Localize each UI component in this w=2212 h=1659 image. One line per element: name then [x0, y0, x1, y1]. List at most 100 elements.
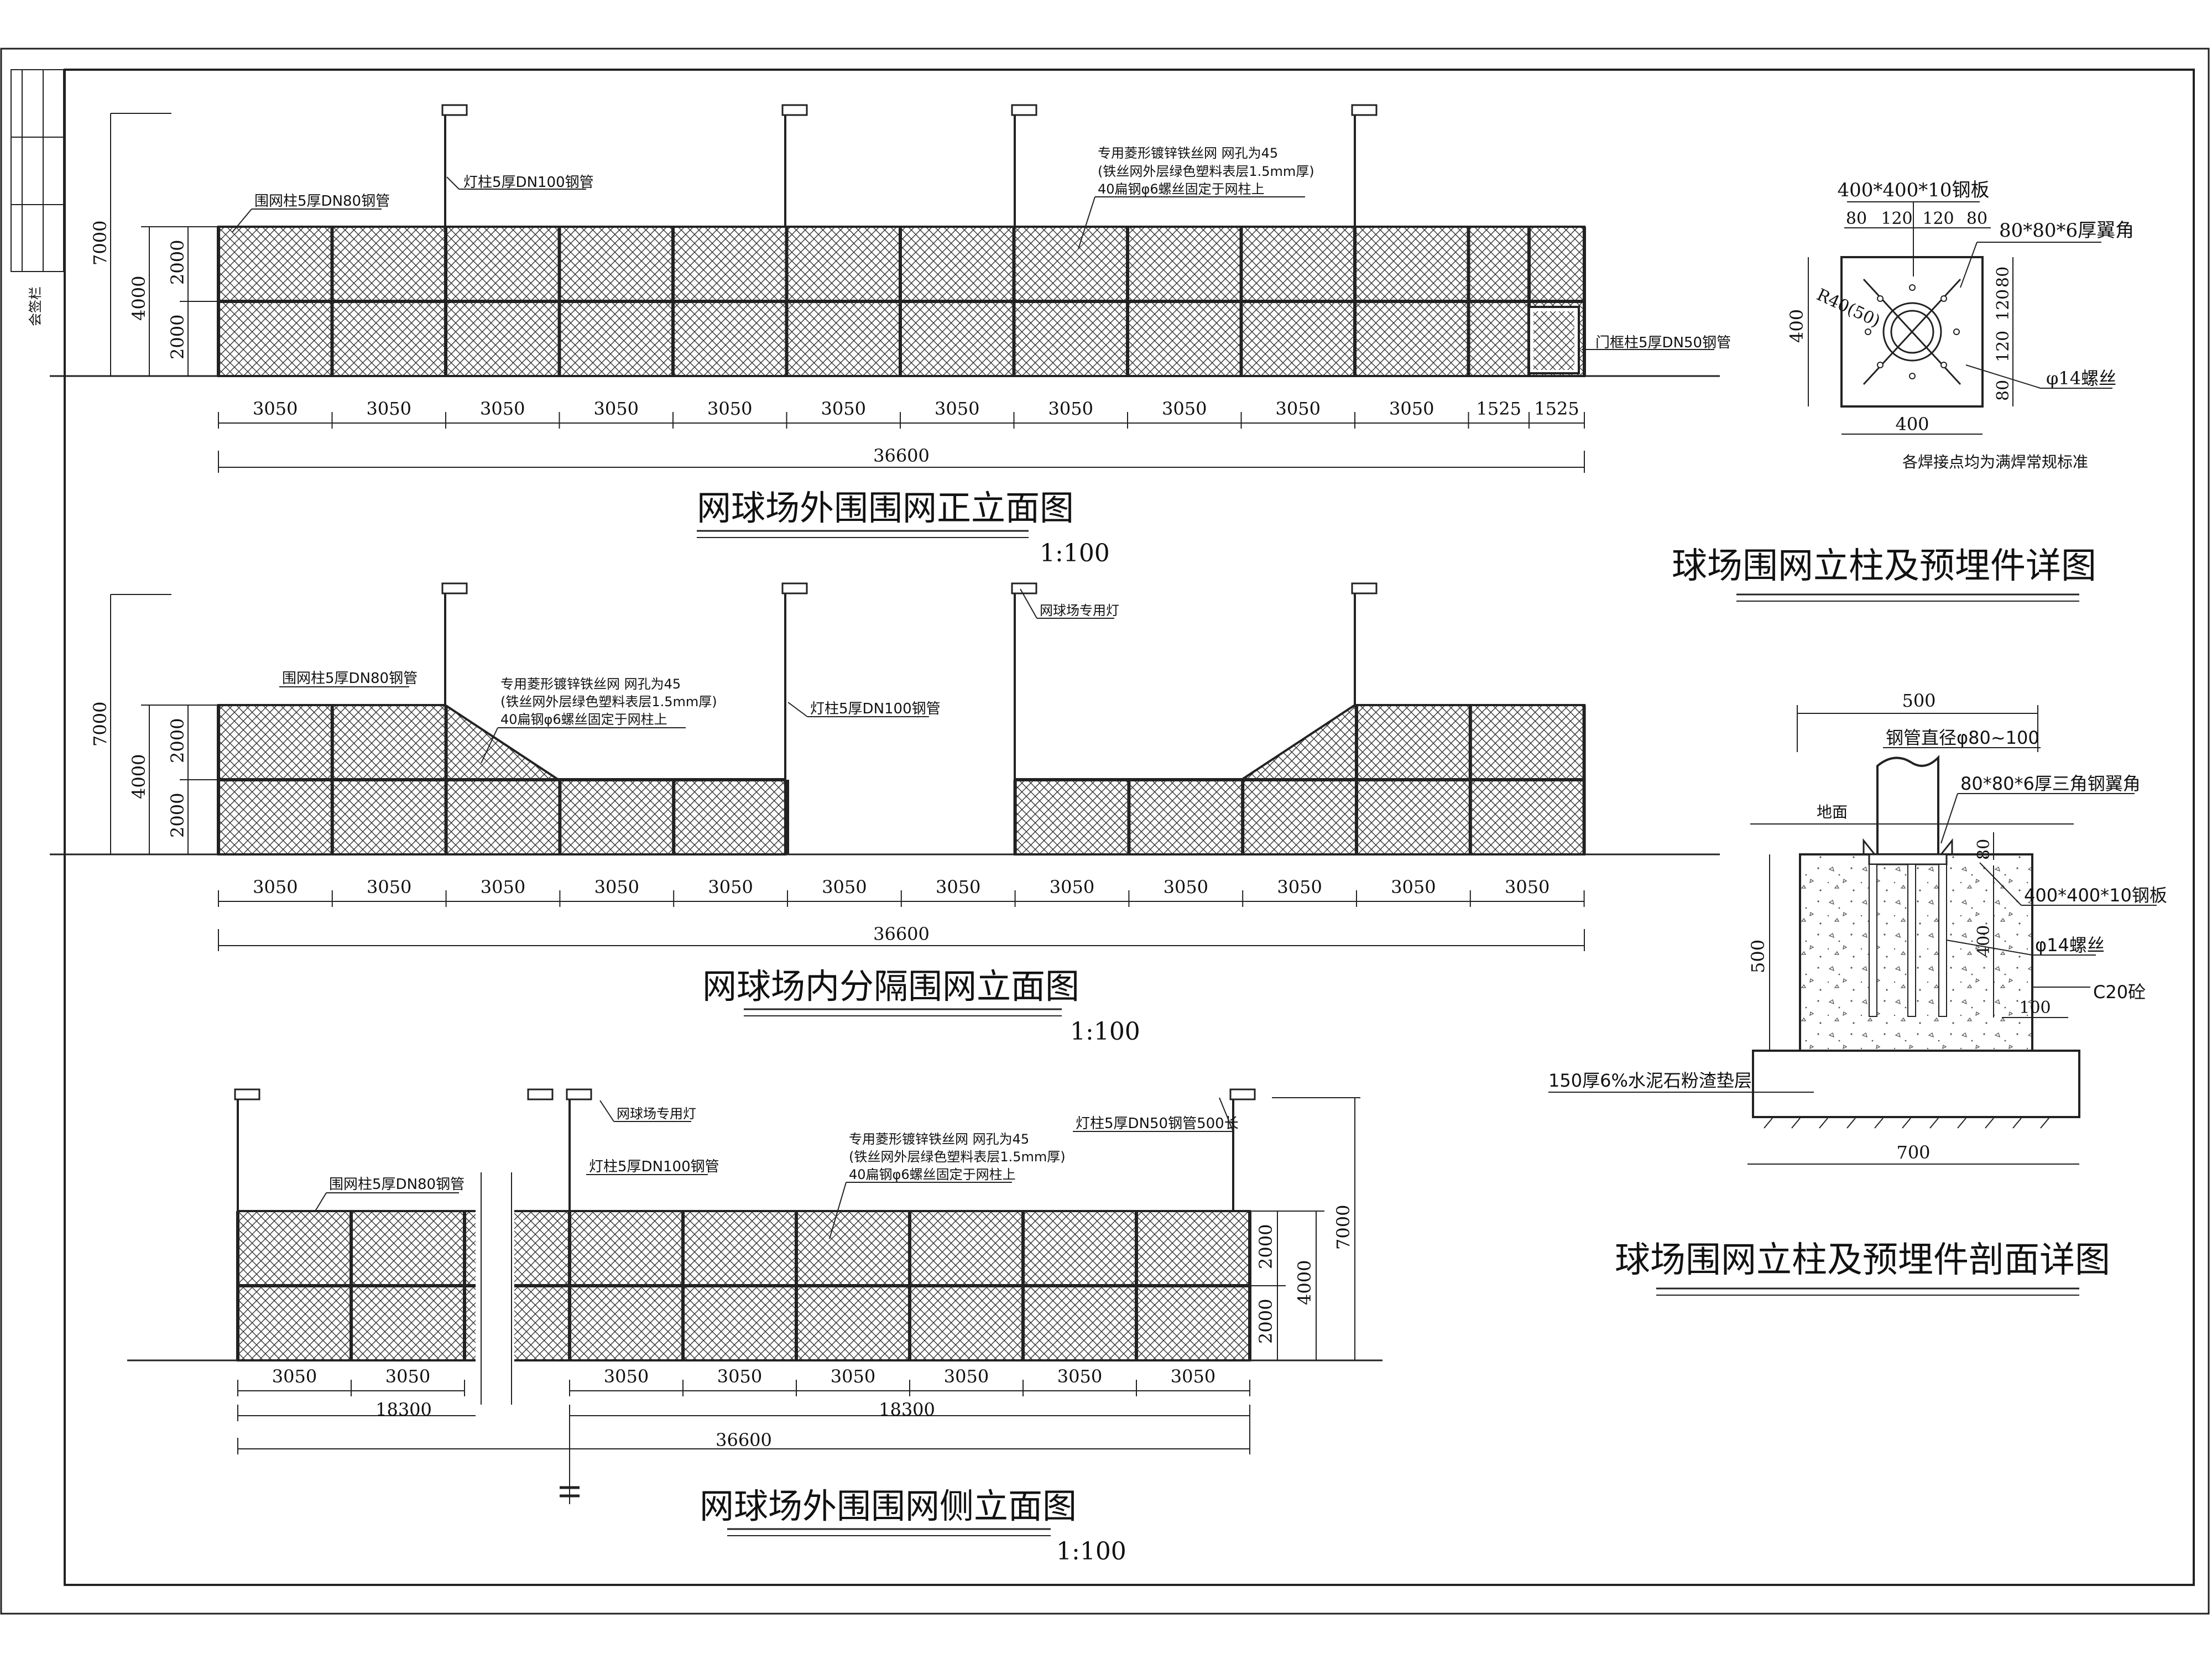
lamp-head	[1011, 104, 1037, 116]
dim-100: 100	[2019, 998, 2051, 1018]
plate-dim-top-1: 80	[1846, 209, 1867, 228]
bolt-center	[1907, 864, 1916, 1017]
bolt-hole-5	[1865, 328, 1871, 335]
bolt-hole-3	[1877, 362, 1884, 368]
outer-border	[0, 48, 2210, 1615]
bolt-holes	[1865, 284, 1960, 379]
ground-label: 地面	[1817, 803, 1848, 821]
height-dimensions: 7000 4000 2000 2000	[90, 594, 218, 854]
lamp-head	[566, 1088, 592, 1100]
note-mesh-1: 专用菱形镀锌铁丝网 网孔为45	[500, 676, 681, 692]
base-dim: 700	[1896, 1142, 1930, 1163]
light-poles	[234, 1088, 1256, 1211]
dim-span-3: 3050	[480, 398, 525, 419]
bolt-hole-4	[1940, 362, 1947, 368]
dim-span-4: 3050	[717, 1366, 762, 1387]
plate-dim-top-3: 120	[1922, 209, 1954, 228]
dim-total: 36600	[716, 1430, 772, 1451]
plate-dim-right-1: 80	[1994, 267, 2013, 288]
scale-inner: 1:100	[1070, 1018, 1140, 1046]
lamp-head	[1011, 582, 1037, 594]
note-mesh-2: (铁丝网外层绿色塑料表层1.5mm厚)	[500, 694, 717, 709]
bolt-label: φ14螺丝	[2046, 368, 2116, 389]
dim-span-5: 3050	[708, 877, 753, 898]
dim-span-6: 3050	[944, 1366, 989, 1387]
margin-label: 会签栏	[28, 286, 43, 326]
dim-80: 80	[1974, 839, 1994, 860]
plate-dim-right-3: 120	[1994, 331, 2013, 362]
note-mesh-2: (铁丝网外层绿色塑料表层1.5mm厚)	[849, 1149, 1066, 1165]
bolt-hole-1	[1877, 295, 1884, 302]
bolt-right	[1938, 864, 1947, 1017]
dim-span-10: 3050	[1276, 398, 1321, 419]
fence-posts	[236, 1211, 1251, 1360]
concrete-label: C20砼	[2093, 982, 2146, 1003]
dim-height-total: 7000	[90, 702, 111, 747]
lamp-head	[781, 104, 808, 116]
dim-height-fence: 4000	[128, 754, 149, 799]
dim-height-total: 7000	[1333, 1205, 1354, 1250]
dim-total: 36600	[873, 924, 930, 945]
weld-note: 各焊接点均为满焊常规标准	[1902, 453, 2088, 471]
lamp-head	[527, 1088, 554, 1100]
lamp-head	[441, 582, 468, 594]
note-mesh-3: 40扁钢φ6螺丝固定于网柱上	[500, 712, 667, 727]
plate-dim-top-2: 120	[1881, 209, 1912, 228]
dim-400: 400	[1974, 925, 1994, 957]
dim-span-12: 1525	[1477, 398, 1521, 419]
steel-pipe	[1876, 755, 1939, 860]
section-angle-label: 80*80*6厚三角钢翼角	[1960, 773, 2141, 794]
title-front: 网球场外围围网正立面图	[697, 488, 1074, 528]
base-layer	[1752, 1050, 2080, 1118]
note-light: 灯柱5厚DN100钢管	[589, 1159, 719, 1175]
note-mesh-1: 专用菱形镀锌铁丝网 网孔为45	[849, 1131, 1029, 1147]
height-dimensions: 7000 4000 2000 2000	[1250, 1097, 1360, 1360]
section-top-dim: 500	[1902, 690, 1936, 711]
radius-label: R40(50)	[1814, 285, 1884, 331]
side-elevation: 7000 4000 2000 2000 3050 3050 3050 3050 3050…	[127, 1088, 1383, 1566]
note-lamp: 网球场专用灯	[1040, 603, 1119, 618]
dim-span-1: 3050	[253, 398, 298, 419]
dim-span-2: 3050	[367, 877, 411, 898]
lamp-head	[441, 104, 468, 116]
light-poles	[441, 582, 1378, 854]
dim-span-11: 3050	[1391, 877, 1436, 898]
pipe-label: 钢管直径φ80~100	[1886, 727, 2039, 748]
front-elevation: 7000 4000 2000 2000 3050 3050 3050 3050 3050…	[50, 104, 1731, 567]
lamp-head	[1351, 104, 1378, 116]
embed-plate	[1868, 853, 1948, 865]
dim-span-4: 3050	[594, 877, 639, 898]
title-plate: 球场围网立柱及预埋件详图	[1672, 546, 2096, 587]
plate-detail: 400*400*10钢板 80 120 120 80 80*80*6厚翼角 R4…	[1672, 179, 2134, 602]
plate-dim-right-2: 120	[1994, 289, 2013, 321]
section-plate-label: 400*400*10钢板	[2024, 885, 2167, 906]
height-dimensions: 7000 4000 2000 2000	[90, 113, 218, 376]
dim-span-5: 3050	[831, 1366, 875, 1387]
note-light: 灯柱5厚DN100钢管	[810, 701, 941, 717]
dim-span-8: 3050	[1050, 877, 1094, 898]
inner-elevation: 7000 4000 2000 2000 3050 3050 3050 3050 3050…	[50, 582, 1720, 1046]
bolt-hole-7	[1909, 284, 1916, 291]
dim-span-4: 3050	[594, 398, 639, 419]
section-detail: 500 地面 钢管直径φ80~100 80*80*6厚三角钢翼角 80 400*…	[1548, 690, 2167, 1296]
inner-border	[64, 69, 2195, 1586]
bolt-hole-6	[1953, 328, 1960, 335]
door-mesh	[1533, 311, 1574, 370]
dim-span-9: 3050	[1162, 398, 1207, 419]
bolt-hole-8	[1909, 373, 1916, 379]
note-mesh-3: 40扁钢φ6螺丝固定于网柱上	[849, 1167, 1016, 1182]
note-post: 围网柱5厚DN80钢管	[254, 193, 390, 210]
angle-label: 80*80*6厚翼角	[1999, 220, 2134, 242]
dim-span-6: 3050	[822, 877, 867, 898]
note-post: 围网柱5厚DN80钢管	[329, 1176, 465, 1193]
lamp-head	[1229, 1088, 1256, 1100]
dim-span-1: 3050	[272, 1366, 317, 1387]
dim-half-left: 18300	[375, 1399, 432, 1420]
dim-span-2: 3050	[385, 1366, 430, 1387]
dim-span-2: 3050	[367, 398, 411, 419]
margin-signature-block: 会签栏	[11, 69, 64, 326]
dim-span-13: 1525	[1534, 398, 1579, 419]
